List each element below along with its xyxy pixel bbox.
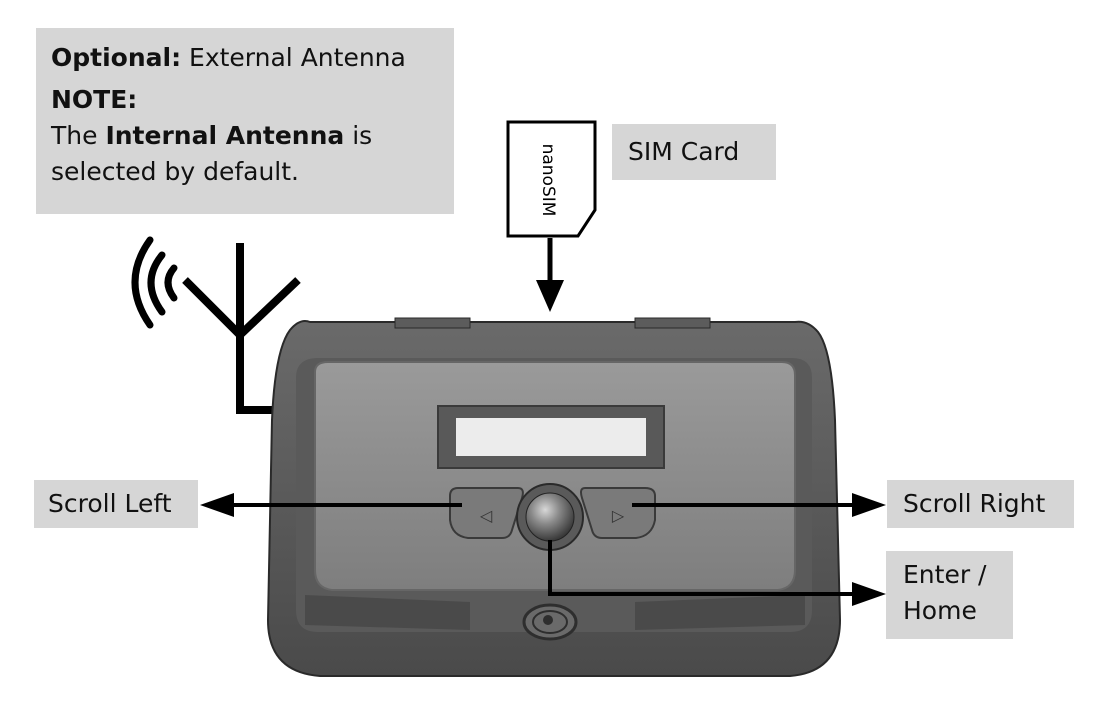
external-antenna-icon [131, 236, 301, 414]
note-line-2: selected by default. [51, 157, 299, 186]
scroll-left-glyph-icon: ◁ [479, 506, 493, 525]
sim-card-label: SIM Card [612, 124, 776, 180]
scroll-left-button[interactable]: ◁ [449, 487, 524, 539]
optional-line: Optional: External Antenna [51, 40, 454, 76]
scroll-right-glyph-icon: ▷ [612, 506, 625, 525]
scroll-right-button[interactable]: ▷ [580, 487, 656, 539]
internal-antenna-text: Internal Antenna [105, 121, 345, 150]
enter-home-label: Enter / Home [886, 551, 1013, 639]
brand-logo-icon [522, 603, 578, 641]
scroll-right-arrow [632, 493, 886, 517]
nanosim-card-icon: nanoSIM [506, 120, 597, 238]
enter-home-arrow [548, 540, 886, 606]
scroll-left-label: Scroll Left [34, 480, 198, 528]
display-screen [437, 405, 665, 469]
scroll-left-arrow [200, 493, 462, 517]
note-line-1: The Internal Antenna is [51, 121, 373, 150]
sim-insert-arrow [536, 238, 564, 312]
scroll-right-label: Scroll Right [887, 480, 1074, 528]
optional-label: Optional: [51, 43, 182, 72]
note-heading: NOTE: [51, 85, 138, 114]
enter-label-line-2: Home [903, 596, 977, 625]
optional-text: External Antenna [189, 43, 406, 72]
enter-label-line-1: Enter / [903, 560, 987, 589]
nanosim-card-text: nanoSIM [538, 144, 558, 217]
antenna-note-callout: Optional: External Antenna NOTE: The Int… [36, 28, 454, 214]
